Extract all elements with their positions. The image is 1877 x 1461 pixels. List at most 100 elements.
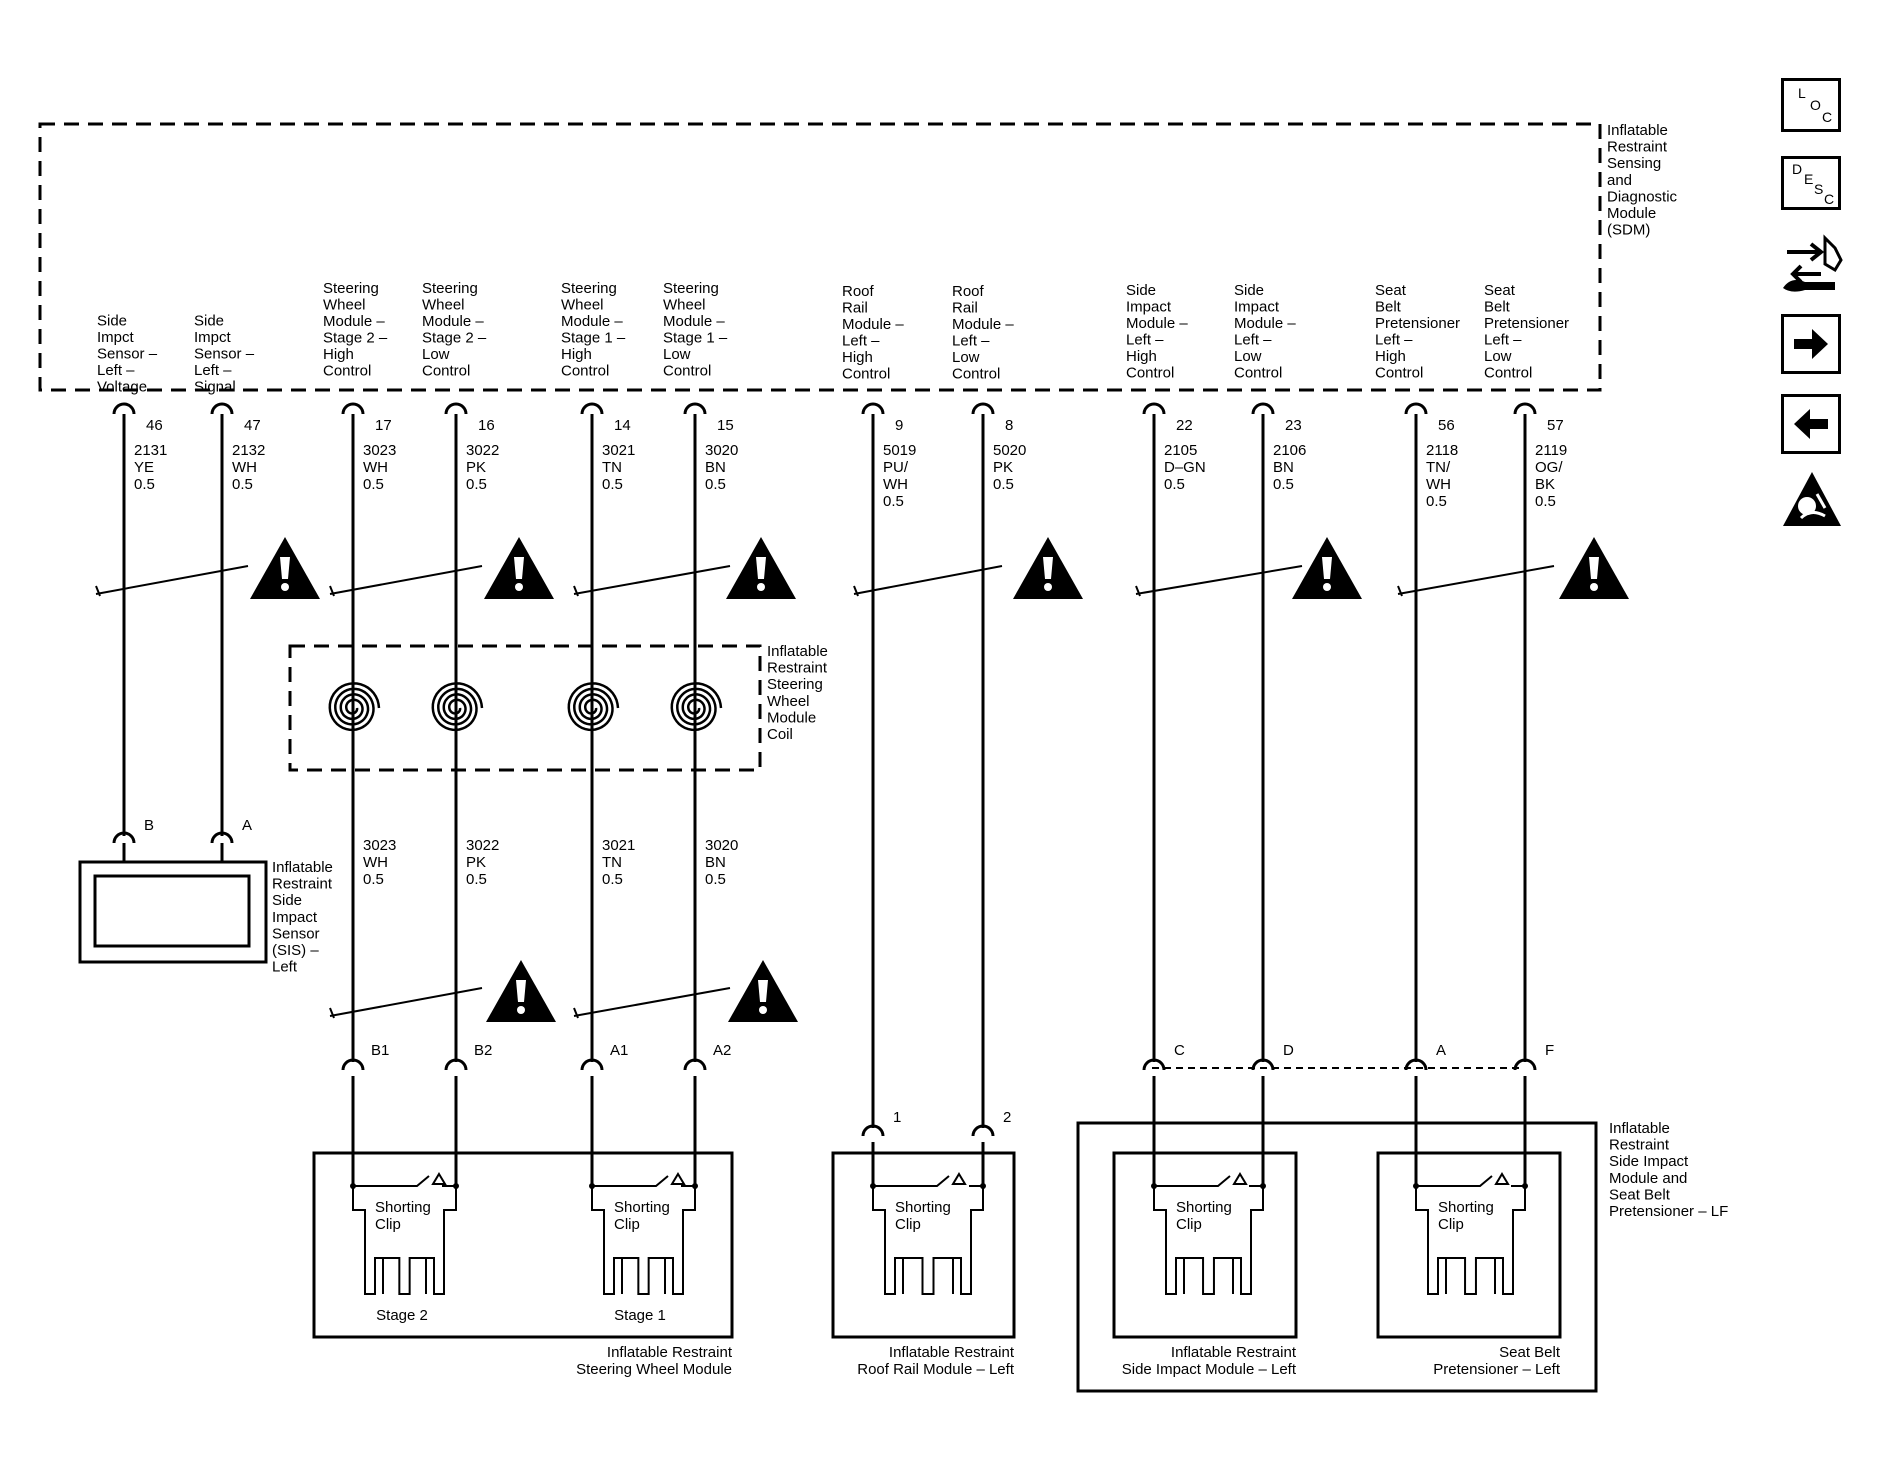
warning-icon-3: [1013, 537, 1083, 599]
shorting-clip-side-impact-label-line: Shorting: [1176, 1199, 1232, 1216]
twisted-pair-1: [329, 565, 483, 597]
stage-label-1: Stage 1: [614, 1307, 666, 1324]
arrow-left-icon[interactable]: [1781, 394, 1841, 454]
sdm-circuit-56-line: 0.5: [1426, 493, 1447, 510]
sdm-title: InflatableRestraintSensingandDiagnosticM…: [1607, 122, 1678, 239]
sdm-pin-label-15-line: Control: [663, 363, 711, 380]
steering-connector-B2: [444, 1058, 468, 1071]
sdm-pin-label-46-line: Left –: [97, 362, 135, 379]
sis-connector-pin-A: [210, 831, 234, 844]
sdm-pin-label-23-line: Impact: [1234, 299, 1280, 316]
side-pin-C: C: [1174, 1042, 1185, 1059]
twisted-pair-0: [95, 565, 249, 597]
steering-connector-B1: [341, 1058, 365, 1071]
sdm-pin-number-47: 47: [244, 417, 261, 434]
sdm-pin-label-9-line: Rail: [842, 300, 868, 317]
sdm-title-text-line: (SDM): [1607, 222, 1650, 239]
coil-title: InflatableRestraintSteeringWheelModuleCo…: [767, 643, 828, 743]
sdm-pin-label-8-line: Rail: [952, 300, 978, 317]
side-impact-assembly-title-line: Pretensioner – LF: [1609, 1203, 1728, 1220]
airbag-icon[interactable]: [1781, 470, 1843, 528]
sdm-circuit-16-line: PK: [466, 459, 486, 476]
clockspring-coil-1: [431, 682, 484, 732]
sdm-pin-number-16: 16: [478, 417, 495, 434]
sdm-pin-label-23-line: Side: [1234, 282, 1264, 299]
sis-pin-label-1: A: [242, 817, 252, 834]
sdm-circuit-22-line: D–GN: [1164, 459, 1206, 476]
sdm-pin-label-14-line: Wheel: [561, 297, 604, 314]
sdm-pin-label-16-line: Steering: [422, 280, 478, 297]
sdm-pin-label-57-line: Control: [1484, 365, 1532, 382]
coil-title-text-line: Inflatable: [767, 643, 828, 660]
side-pin-D: D: [1283, 1042, 1294, 1059]
sdm-title-text-line: Diagnostic: [1607, 188, 1678, 205]
sdm-connector-pin-16: [444, 402, 468, 415]
coil-title-text-line: Module: [767, 709, 816, 726]
sdm-circuit-14-line: 0.5: [602, 476, 623, 493]
sdm-circuit-17-line: 3023: [363, 442, 396, 459]
sdm-pin-label-8-line: Module –: [952, 316, 1014, 333]
desc-icon[interactable]: D E S C: [1781, 156, 1841, 210]
sdm-pin-number-9: 9: [895, 417, 903, 434]
steering-pin-A1: A1: [610, 1042, 628, 1059]
sdm-pin-label-47-line: Sensor –: [194, 346, 255, 363]
shorting-clip-roof-rail-label-line: Shorting: [895, 1199, 951, 1216]
warning-icon-0: [250, 537, 320, 599]
sis-title-line: Inflatable: [272, 859, 333, 876]
steering-connector-A1: [580, 1058, 604, 1071]
loc-icon[interactable]: L O C: [1781, 78, 1841, 132]
warning-icon-4: [1292, 537, 1362, 599]
desc-letter-d: D: [1792, 161, 1803, 177]
sdm-pin-number-17: 17: [375, 417, 392, 434]
sdm-circuit-9-line: 0.5: [883, 493, 904, 510]
shorting-clip-stage-2-label-line: Clip: [375, 1216, 401, 1233]
twisted-pair-7: [573, 987, 731, 1019]
sdm-pin-label-56-line: Control: [1375, 365, 1423, 382]
sdm-circuit-8-line: 0.5: [993, 476, 1014, 493]
side-impact-assembly-title-line: Side Impact: [1609, 1153, 1689, 1170]
sdm-circuit-57-line: 2119: [1535, 442, 1567, 459]
coil-title-text-line: Steering: [767, 676, 823, 693]
sdm-pin-label-57-line: Belt: [1484, 299, 1511, 316]
loc-letter-l: L: [1798, 85, 1806, 101]
side-impact-module-box: [1112, 1151, 1298, 1339]
coil-title-text-line: Wheel: [767, 693, 810, 710]
connector-wrench-icon[interactable]: [1781, 230, 1843, 294]
roof-connector-1: [861, 1124, 885, 1137]
sdm-pin-label-15-line: Stage 1 –: [663, 330, 728, 347]
arrow-right-icon[interactable]: [1781, 314, 1841, 374]
roof-rail-title-line: Inflatable Restraint: [889, 1344, 1015, 1361]
warning-icon-7: [728, 960, 798, 1022]
sdm-circuit-47-line: 2132: [232, 442, 265, 459]
sdm-title-text-line: and: [1607, 172, 1632, 189]
sdm-circuit-56-line: TN/: [1426, 459, 1451, 476]
sdm-pin-label-8-line: Low: [952, 349, 980, 366]
pretensioner-title-line: Seat Belt: [1499, 1344, 1561, 1361]
side-impact-assembly-title-line: Inflatable: [1609, 1120, 1670, 1137]
sdm-pin-label-56-line: Pretensioner: [1375, 315, 1460, 332]
sdm-connector-pin-22: [1142, 402, 1166, 415]
shorting-clip-pretensioner-label-line: Clip: [1438, 1216, 1464, 1233]
sdm-pin-label-15-line: Module –: [663, 313, 725, 330]
sdm-pin-label-16-line: Low: [422, 346, 450, 363]
shorting-clip-pretensioner-label-line: Shorting: [1438, 1199, 1494, 1216]
sdm-circuit-47-line: WH: [232, 459, 257, 476]
sdm-pin-number-8: 8: [1005, 417, 1013, 434]
side-impact-assembly-title-line: Restraint: [1609, 1137, 1670, 1154]
side-pin-F: F: [1545, 1042, 1554, 1059]
roof-pin-1: 1: [893, 1109, 901, 1126]
